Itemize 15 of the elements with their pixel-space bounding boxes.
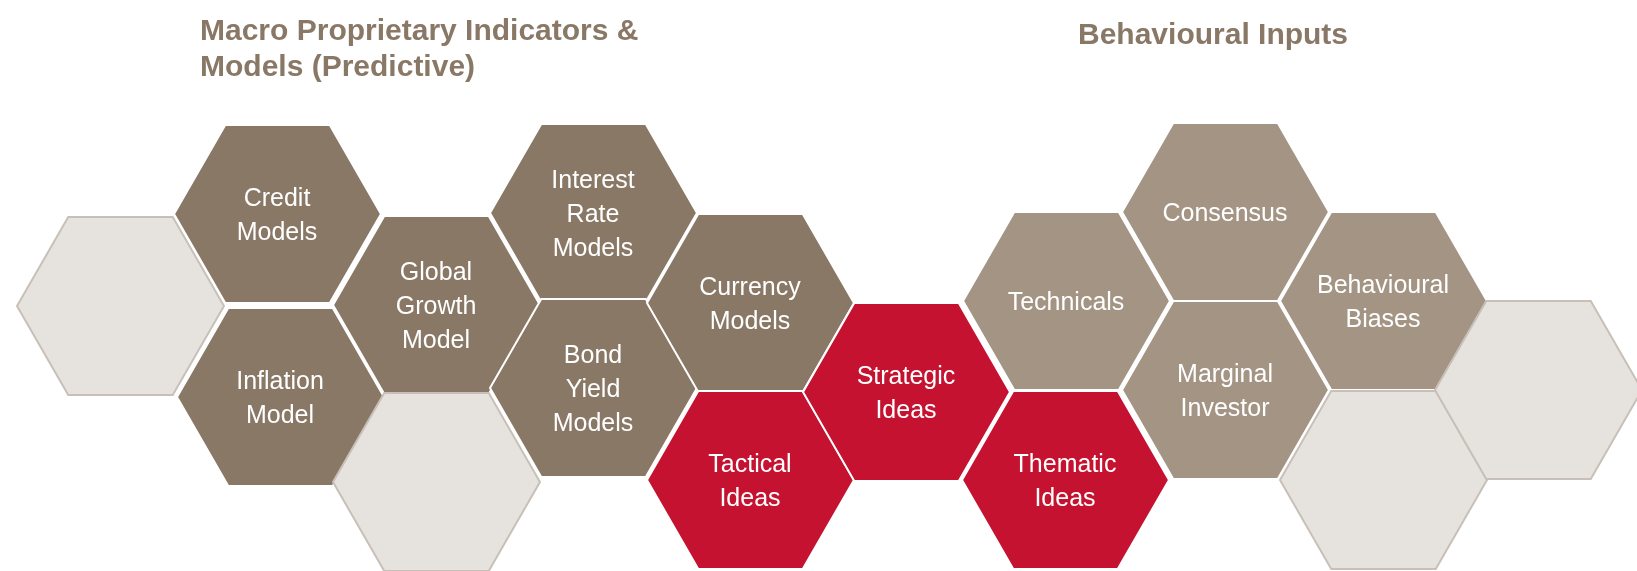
section-heading: Macro Proprietary Indicators & Models (Predictive) — [200, 12, 640, 84]
section-heading: Behavioural Inputs — [1078, 16, 1350, 52]
tile-label: Credit Models — [235, 182, 319, 247]
tile-label: Interest Rate Models — [550, 164, 636, 263]
tile-label: Currency Models — [698, 271, 802, 336]
tile-label: Strategic Ideas — [855, 360, 957, 425]
tile-label: Thematic Ideas — [1012, 448, 1118, 513]
tile-label: Consensus — [1161, 197, 1289, 228]
tile-label: Bond Yield Models — [551, 339, 635, 438]
tile-label: Technicals — [1006, 286, 1126, 317]
tile-label: Marginal Investor — [1176, 358, 1274, 423]
tile-label: Tactical Ideas — [707, 448, 793, 513]
tile-label: Global Growth Model — [394, 256, 478, 355]
tile-label: Behavioural Biases — [1316, 269, 1450, 334]
tile-label: Inflation Model — [235, 365, 325, 430]
